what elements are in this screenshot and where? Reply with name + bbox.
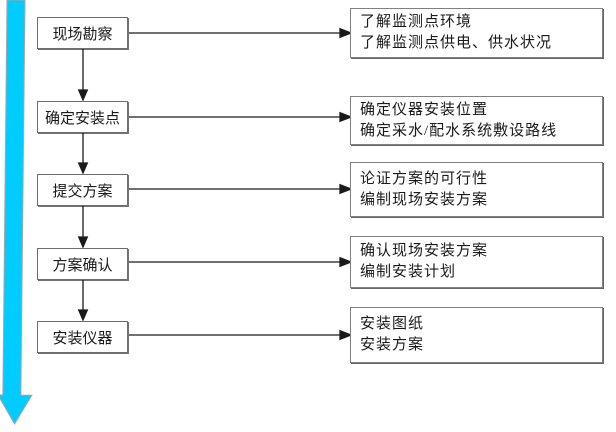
arrowhead-right-4: [339, 256, 353, 268]
detail-box-install-instrument: 安装图纸 安装方案: [350, 307, 603, 363]
detail-box-site-survey: 了解监测点环境 了解监测点供电、供水状况: [350, 8, 603, 58]
arrowhead-down-4: [77, 309, 89, 322]
arrowhead-right-1: [339, 27, 353, 39]
step-box-plan-confirm: 方案确认: [37, 248, 128, 280]
detail-line: 确定采水/配水系统敷设路线: [360, 122, 558, 139]
detail-line: 了解监测点供电、供水状况: [360, 35, 553, 51]
detail-line: 论证方案的可行性: [360, 170, 489, 187]
step-box-install-point: 确定安装点: [37, 101, 128, 133]
detail-box-submit-plan: 论证方案的可行性 编制现场安装方案: [350, 162, 603, 217]
arrowhead-down-2: [77, 162, 89, 175]
arrowhead-right-2: [339, 111, 353, 123]
detail-box-install-point: 确定仪器安装位置 确定采水/配水系统敷设路线: [350, 96, 603, 145]
timeline-down-arrow: [0, 0, 33, 425]
detail-line: 安装方案: [360, 337, 425, 353]
arrowhead-down-1: [77, 89, 89, 102]
detail-box-plan-confirm: 确认现场安装方案 编制安装计划: [350, 236, 603, 288]
detail-line: 了解监测点环境: [360, 14, 473, 30]
arrowhead-right-3: [339, 183, 353, 195]
detail-line: 安装图纸: [360, 316, 425, 332]
arrowhead-right-5: [339, 329, 353, 341]
step-box-submit-plan: 提交方案: [37, 174, 128, 206]
detail-line: 编制安装计划: [360, 264, 457, 280]
detail-line: 确定仪器安装位置: [360, 101, 489, 118]
detail-line: 确认现场安装方案: [360, 243, 489, 259]
arrowhead-down-3: [77, 236, 89, 249]
detail-line: 编制现场安装方案: [360, 191, 489, 208]
step-box-site-survey: 现场勘察: [37, 17, 128, 49]
step-box-install-instrument: 安装仪器: [37, 321, 128, 353]
